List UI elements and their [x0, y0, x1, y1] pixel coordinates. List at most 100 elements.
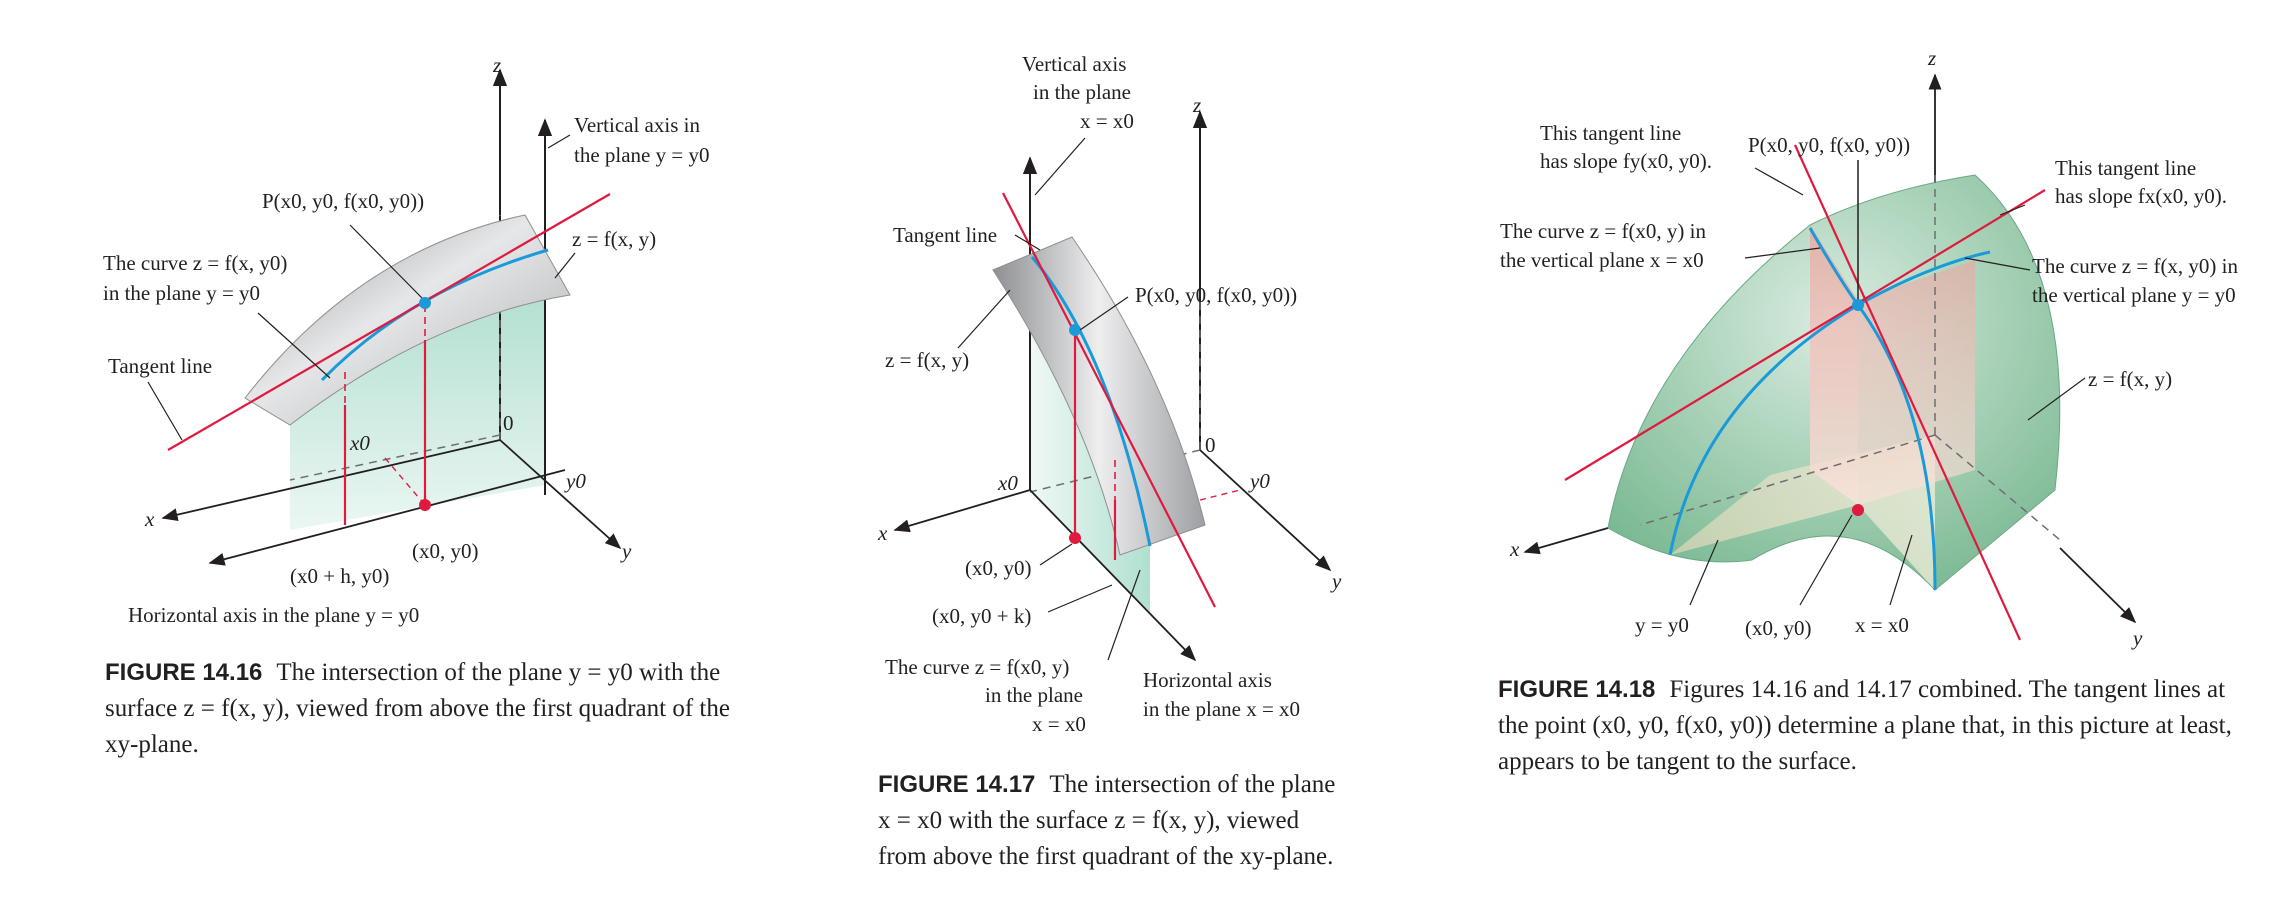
- figure-14-18-number: FIGURE 14.18: [1498, 676, 1656, 703]
- fig17-x0-label: x0: [997, 471, 1018, 495]
- fig17-point-xy: [1069, 532, 1081, 544]
- fig18-slope-fx-label-1: This tangent line: [2055, 156, 2196, 180]
- fig17-x-label: x: [877, 521, 888, 545]
- fig18-y-eq-label: y = y0: [1635, 613, 1689, 637]
- fig16-x-hidden: [289, 434, 501, 481]
- fig17-curve-label-1: The curve z = f(x0, y): [885, 655, 1069, 679]
- fig16-y0-label: y0: [564, 469, 586, 493]
- fig16-leader-surface: [554, 252, 576, 279]
- fig17-origin-label: 0: [1205, 433, 1216, 457]
- fig18-leader-x-eq: [1889, 534, 1913, 606]
- fig18-y-axis: [2059, 547, 2137, 624]
- fig16-curve-label-2: in the plane y = y0: [103, 281, 260, 305]
- fig16-leader-p: [349, 224, 423, 299]
- fig18-curve-x-label-2: the vertical plane x = x0: [1500, 248, 1704, 272]
- fig17-tangent-line: [1002, 192, 1216, 608]
- fig17-curve-label-3: x = x0: [1032, 712, 1086, 736]
- fig17-horizontal-axis: [1029, 489, 1197, 662]
- fig16-point-p: [419, 297, 431, 309]
- fig17-horizontal-axis-label-2: in the plane x = x0: [1143, 697, 1300, 721]
- fig17-leader-xy: [1039, 543, 1073, 566]
- figure-14-17-number: FIGURE 14.17: [878, 771, 1036, 798]
- fig17-floor-dash: [1199, 489, 1241, 501]
- fig17-leader-tangent: [1014, 234, 1041, 251]
- fig17-surface-label: z = f(x, y): [885, 348, 969, 372]
- fig17-leader-curve: [1107, 569, 1141, 661]
- fig18-tangent-fx: [1564, 189, 2046, 481]
- figure-14-16-caption-text: The intersection of the plane y = y0 wit…: [105, 659, 730, 758]
- fig17-y0-label: y0: [1248, 469, 1270, 493]
- fig18-plane-x: [1810, 225, 1858, 505]
- fig18-leader-curve-x: [1744, 247, 1821, 259]
- fig18-point-xy: [1852, 504, 1864, 516]
- fig16-point-p-label: P(x0, y0, f(x0, y0)): [262, 189, 424, 213]
- fig18-surface-label: z = f(x, y): [2088, 367, 2172, 391]
- fig16-surface-label: z = f(x, y): [572, 227, 656, 251]
- fig18-x-hidden: [1639, 434, 1936, 526]
- fig16-shaded-region: [290, 250, 545, 530]
- fig16-leader-curve: [257, 312, 331, 379]
- fig16-x0-label: x0: [349, 431, 370, 455]
- fig17-surface-band: [992, 236, 1206, 556]
- fig16-vertical-axis-label-2: the plane y = y0: [574, 143, 709, 167]
- fig18-curve-x: [1808, 227, 1937, 591]
- fig18-z-label: z: [1927, 46, 1936, 70]
- fig16-y-axis: [499, 439, 622, 550]
- figure-14-18-diagram: z This tangent line has slope fy(x0, y0)…: [1500, 46, 2239, 650]
- fig16-curve-label-1: The curve z = f(x, y0): [103, 251, 287, 275]
- fig18-slope-fx-label-2: has slope fx(x0, y0).: [2055, 184, 2227, 208]
- fig17-vertical-axis-label-2: in the plane: [1033, 80, 1131, 104]
- fig18-plane-y: [1858, 260, 1975, 505]
- fig18-point-p: [1852, 299, 1864, 311]
- fig16-vertical-axis-label-1: Vertical axis in: [574, 113, 700, 137]
- fig16-origin-label: 0: [503, 411, 514, 435]
- figure-14-17-caption-text: The intersection of the plane x = x0 wit…: [878, 771, 1336, 870]
- fig16-horizontal-axis: [208, 469, 566, 566]
- fig16-y-label: y: [620, 539, 632, 563]
- fig18-slope-fy-label-1: This tangent line: [1540, 121, 1681, 145]
- fig16-x-axis: [161, 439, 501, 522]
- fig18-slope-fy-label-2: has slope fy(x0, y0).: [1540, 149, 1712, 173]
- fig17-vertical-axis-label-3: x = x0: [1080, 109, 1134, 133]
- fig16-surface-band: [244, 214, 571, 426]
- fig18-y-label: y: [2131, 626, 2143, 650]
- fig16-horizontal-axis-label: Horizontal axis in the plane y = y0: [128, 603, 419, 627]
- figure-14-17-diagram: Vertical axis in the plane x = x0 z Tang…: [877, 52, 1342, 736]
- fig16-point-xy: [419, 499, 431, 511]
- fig16-pt-xy-label: (x0, y0): [412, 539, 479, 563]
- fig18-tangent-fy: [1793, 144, 2022, 641]
- fig18-point-p-label: P(x0, y0, f(x0, y0)): [1748, 133, 1910, 157]
- fig18-leader-pt-xy: [1799, 514, 1853, 606]
- fig18-pt-xy-label: (x0, y0): [1745, 616, 1812, 640]
- fig18-curve-y-label-2: the vertical plane y = y0: [2032, 283, 2236, 307]
- fig18-curve-y: [1668, 250, 1991, 556]
- fig18-leader-fy: [1754, 167, 1804, 196]
- fig17-vertical-axis-label-1: Vertical axis: [1022, 52, 1126, 76]
- fig17-y-label: y: [1330, 569, 1342, 593]
- fig17-point-p: [1069, 324, 1081, 336]
- fig17-pt-xy-label: (x0, y0): [965, 556, 1032, 580]
- fig16-tangent-line: [167, 193, 611, 451]
- fig18-x-axis: [1523, 527, 1609, 555]
- fig17-pt-yk-label: (x0, y0 + k): [932, 604, 1031, 628]
- fig18-leader-fx: [1999, 204, 2026, 216]
- fig18-x-label: x: [1509, 537, 1520, 561]
- fig18-leader-y-eq: [1689, 539, 1719, 606]
- fig17-leader-p: [1079, 296, 1129, 331]
- fig17-point-p-label: P(x0, y0, f(x0, y0)): [1135, 283, 1297, 307]
- fig17-leader-vertical: [1034, 137, 1086, 196]
- fig16-leader-tangent: [147, 381, 183, 441]
- fig16-pt-xh-label: (x0 + h, y0): [290, 564, 389, 588]
- fig18-curve-y-label-1: The curve z = f(x, y0) in: [2032, 254, 2239, 278]
- fig17-horizontal-axis-label-1: Horizontal axis: [1143, 668, 1272, 692]
- fig16-x-label: x: [144, 507, 155, 531]
- fig18-x-eq-label: x = x0: [1855, 613, 1909, 637]
- fig17-leader-yk: [1047, 584, 1113, 613]
- fig17-curve-label-2: in the plane: [985, 683, 1083, 707]
- figure-14-16-diagram: z x y 0 Vertical axis in the plane y = y…: [103, 53, 709, 627]
- fig17-y-axis: [1199, 449, 1332, 572]
- fig18-leader-surface: [2027, 377, 2086, 421]
